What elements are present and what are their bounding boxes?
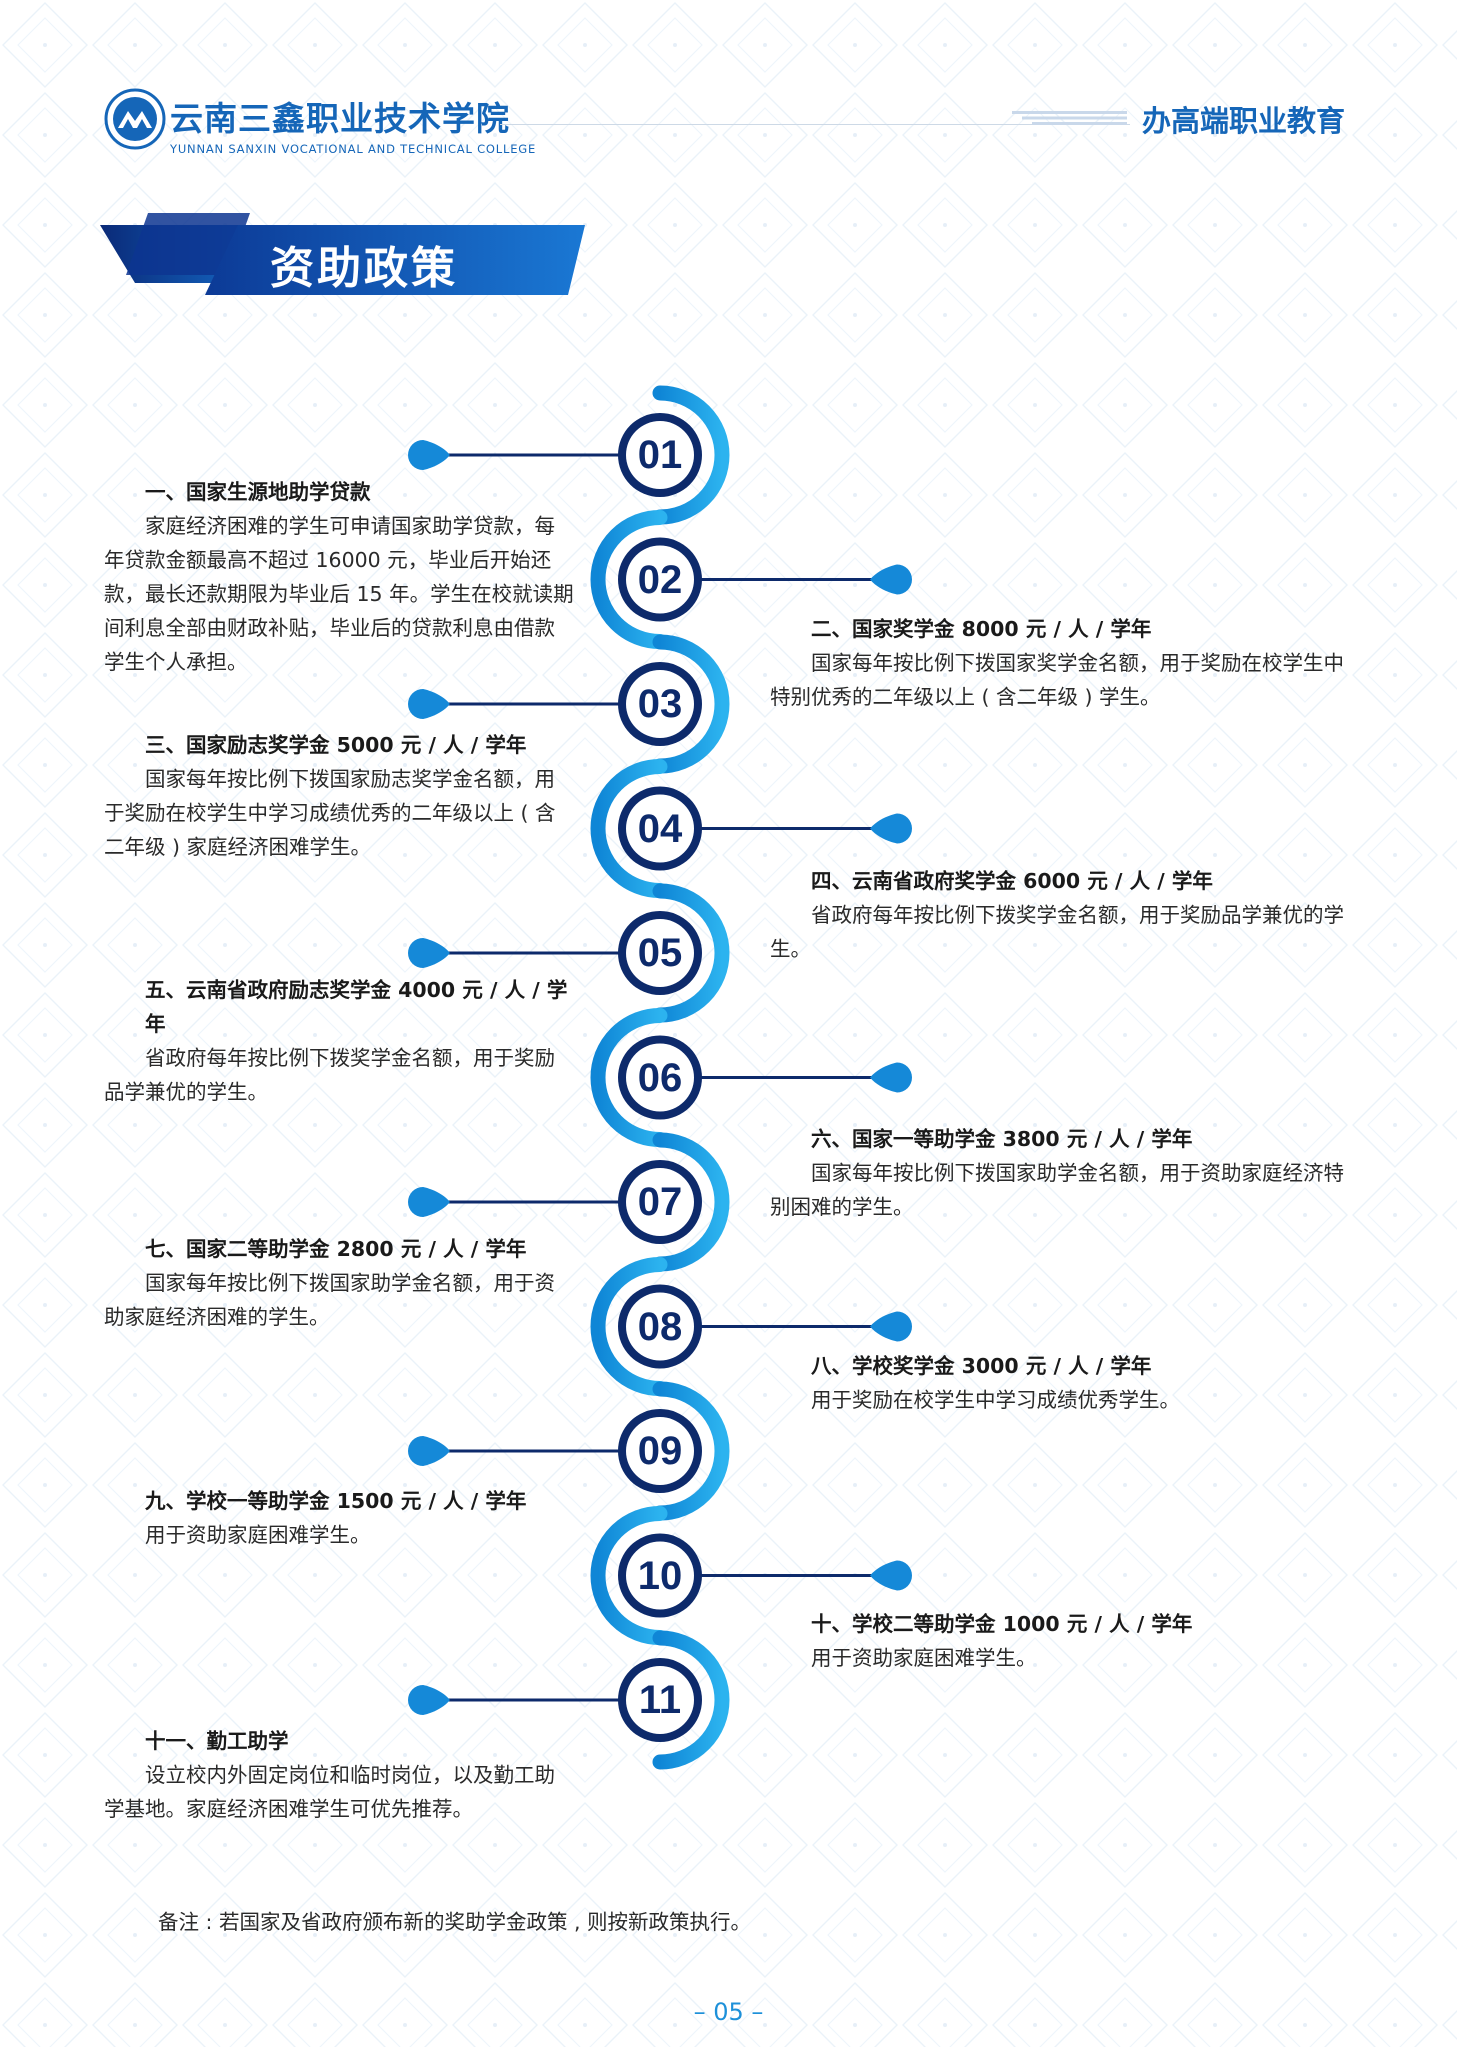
section-banner <box>100 213 585 295</box>
timeline-drop-marker <box>870 813 913 844</box>
timeline-drop-marker <box>870 1560 913 1591</box>
timeline-node-inner <box>626 794 694 863</box>
timeline-number: 04 <box>637 806 683 851</box>
timeline-drop-marker <box>408 689 450 719</box>
timeline-number: 06 <box>637 1055 683 1100</box>
timeline-wave-segment <box>590 510 668 649</box>
policy-description: 用于资助家庭困难学生。 <box>145 1523 371 1547</box>
policy-description: 国家每年按比例下拨国家励志奖学金名额，用于奖励在校学生中学习成绩优秀的二年级以上… <box>104 767 556 859</box>
policy-item: 十、学校二等助学金 1000 元 / 人 / 学年用于资助家庭困难学生。 <box>770 1607 1345 1675</box>
timeline-node-inner <box>626 670 694 738</box>
policy-title: 八、学校奖学金 3000 元 / 人 / 学年 <box>811 1354 1152 1378</box>
policy-title: 六、国家一等助学金 3800 元 / 人 / 学年 <box>811 1127 1193 1151</box>
timeline-node-inner <box>626 1541 694 1610</box>
timeline-wave-segment <box>652 1132 730 1272</box>
timeline-wave-segment <box>652 634 730 774</box>
policy-description: 设立校内外固定岗位和临时岗位，以及勤工助学基地。家庭经济困难学生可优先推荐。 <box>104 1763 555 1821</box>
policy-description: 国家每年按比例下拨国家助学金名额，用于资助家庭经济困难的学生。 <box>104 1271 555 1329</box>
timeline-drop-marker <box>408 1187 450 1217</box>
timeline-number: 11 <box>638 1678 682 1722</box>
timeline-number: 08 <box>637 1304 683 1349</box>
timeline-node-inner <box>626 421 694 489</box>
timeline-wave-segment <box>652 883 730 1023</box>
policy-item: 三、国家励志奖学金 5000 元 / 人 / 学年国家每年按比例下拨国家励志奖学… <box>104 728 574 864</box>
college-logo-text: 云南三鑫职业技术学院 YUNNAN SANXIN VOCATIONAL AND … <box>170 92 536 156</box>
policy-item: 一、国家生源地助学贷款家庭经济困难的学生可申请国家助学贷款，每年贷款金额最高不超… <box>104 475 574 679</box>
timeline-node-inner <box>626 1666 694 1734</box>
timeline-node-inner <box>626 1292 694 1361</box>
policy-title: 五、云南省政府励志奖学金 4000 元 / 人 / 学年 <box>145 978 568 1036</box>
timeline-wave-segment <box>590 1506 668 1645</box>
policy-item: 五、云南省政府励志奖学金 4000 元 / 人 / 学年省政府每年按比例下拨奖学… <box>104 973 574 1109</box>
policy-title: 二、国家奖学金 8000 元 / 人 / 学年 <box>811 617 1152 641</box>
timeline-wave-segment <box>590 1008 668 1147</box>
timeline-number: 02 <box>637 557 683 602</box>
timeline-number: 09 <box>637 1429 683 1473</box>
policy-description: 国家每年按比例下拨国家奖学金名额，用于奖励在校学生中特别优秀的二年级以上 ( 含… <box>770 651 1344 709</box>
timeline-drop-marker <box>870 1062 913 1093</box>
timeline-wave-segment <box>590 1257 668 1396</box>
policy-title: 九、学校一等助学金 1500 元 / 人 / 学年 <box>145 1489 527 1513</box>
timeline-number: 07 <box>637 1180 683 1224</box>
timeline-drop-marker <box>408 938 450 968</box>
slogan: 办高端职业教育 <box>1141 104 1345 138</box>
timeline-wave-segment <box>590 759 668 898</box>
timeline-wave-segment <box>652 1381 730 1521</box>
policy-item: 四、云南省政府奖学金 6000 元 / 人 / 学年省政府每年按比例下拨奖学金名… <box>770 864 1345 966</box>
section-title: 资助政策 <box>270 243 458 294</box>
page-number: – 05 – <box>693 1998 764 2026</box>
timeline-node-inner <box>626 919 694 987</box>
timeline-node-inner <box>626 1043 694 1112</box>
policy-item: 二、国家奖学金 8000 元 / 人 / 学年国家每年按比例下拨国家奖学金名额，… <box>770 612 1345 714</box>
policy-item: 七、国家二等助学金 2800 元 / 人 / 学年国家每年按比例下拨国家助学金名… <box>104 1232 574 1334</box>
policy-title: 三、国家励志奖学金 5000 元 / 人 / 学年 <box>145 733 527 757</box>
policy-item: 六、国家一等助学金 3800 元 / 人 / 学年国家每年按比例下拨国家助学金名… <box>770 1122 1345 1224</box>
footnote: 备注 : 若国家及省政府颁布新的奖助学金政策 , 则按新政策执行。 <box>158 1910 751 1934</box>
timeline-drop-marker <box>870 1311 913 1342</box>
timeline-number: 05 <box>637 931 683 975</box>
timeline-number: 01 <box>637 433 683 477</box>
policy-description: 省政府每年按比例下拨奖学金名额，用于奖励品学兼优的学生。 <box>770 903 1344 961</box>
timeline-wave-segment <box>652 385 730 525</box>
timeline-drop-marker <box>408 1436 450 1466</box>
college-name-en: YUNNAN SANXIN VOCATIONAL AND TECHNICAL C… <box>170 142 537 156</box>
college-name-cn: 云南三鑫职业技术学院 <box>170 99 510 138</box>
timeline-node-inner <box>626 545 694 614</box>
policy-item: 十一、勤工助学设立校内外固定岗位和临时岗位，以及勤工助学基地。家庭经济困难学生可… <box>104 1724 574 1826</box>
timeline-node-inner <box>626 1168 694 1236</box>
policy-title: 四、云南省政府奖学金 6000 元 / 人 / 学年 <box>811 869 1213 893</box>
college-emblem-icon <box>104 88 166 150</box>
policy-description: 用于奖励在校学生中学习成绩优秀学生。 <box>811 1388 1180 1412</box>
policy-description: 省政府每年按比例下拨奖学金名额，用于奖励品学兼优的学生。 <box>104 1046 555 1104</box>
header-divider <box>500 124 1130 125</box>
policy-item: 九、学校一等助学金 1500 元 / 人 / 学年用于资助家庭困难学生。 <box>104 1484 574 1552</box>
timeline-drop-marker <box>408 440 450 470</box>
policy-title: 一、国家生源地助学贷款 <box>145 480 371 504</box>
timeline-number: 03 <box>637 682 683 726</box>
policy-description: 家庭经济困难的学生可申请国家助学贷款，每年贷款金额最高不超过 16000 元，毕… <box>104 514 574 674</box>
policy-title: 七、国家二等助学金 2800 元 / 人 / 学年 <box>145 1237 527 1261</box>
header-stripes <box>1012 111 1127 125</box>
timeline-number: 10 <box>637 1553 683 1598</box>
policy-title: 十、学校二等助学金 1000 元 / 人 / 学年 <box>811 1612 1193 1636</box>
timeline-wave-segment <box>652 1630 730 1770</box>
timeline-drop-marker <box>870 564 913 595</box>
policy-title: 十一、勤工助学 <box>145 1729 289 1753</box>
timeline-drop-marker <box>408 1685 450 1715</box>
policy-description: 用于资助家庭困难学生。 <box>811 1646 1037 1670</box>
policy-description: 国家每年按比例下拨国家助学金名额，用于资助家庭经济特别困难的学生。 <box>770 1161 1344 1219</box>
timeline-node-inner <box>626 1417 694 1485</box>
policy-item: 八、学校奖学金 3000 元 / 人 / 学年用于奖励在校学生中学习成绩优秀学生… <box>770 1349 1345 1417</box>
